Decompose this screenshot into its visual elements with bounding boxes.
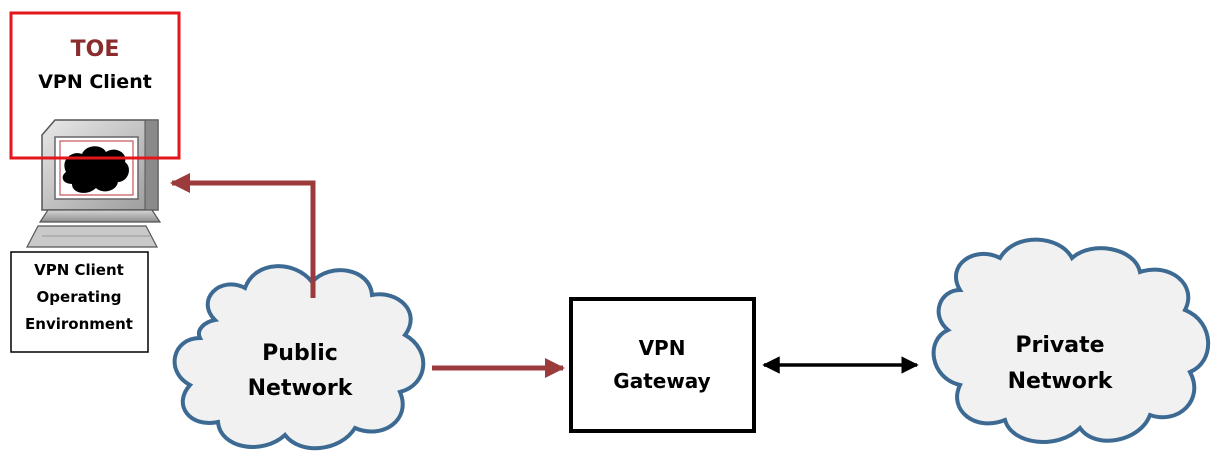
private-network-cloud-icon: [931, 237, 1211, 444]
vpn-gateway-line2: Gateway: [613, 369, 710, 393]
client-env-line3: Environment: [25, 315, 133, 333]
client-env-line2: Operating: [37, 288, 122, 306]
private-network-line1: Private: [1015, 333, 1104, 358]
vpn-gateway-box: [569, 297, 756, 433]
public-network-line2: Network: [248, 376, 354, 401]
toe-subtitle: VPN Client: [38, 71, 152, 93]
arrow-public-to-client: [170, 173, 316, 298]
public-network-line1: Public: [262, 341, 338, 366]
private-network-line2: Network: [1008, 369, 1114, 394]
vpn-gateway-line1: VPN: [639, 336, 686, 360]
toe-highlight-box: [9, 11, 181, 160]
toe-title: TOE: [71, 37, 120, 62]
client-env-line1: VPN Client: [34, 261, 124, 279]
public-network-cloud-icon: [172, 264, 426, 451]
client-env-box: [10, 251, 149, 353]
computer-icon: [26, 119, 162, 248]
